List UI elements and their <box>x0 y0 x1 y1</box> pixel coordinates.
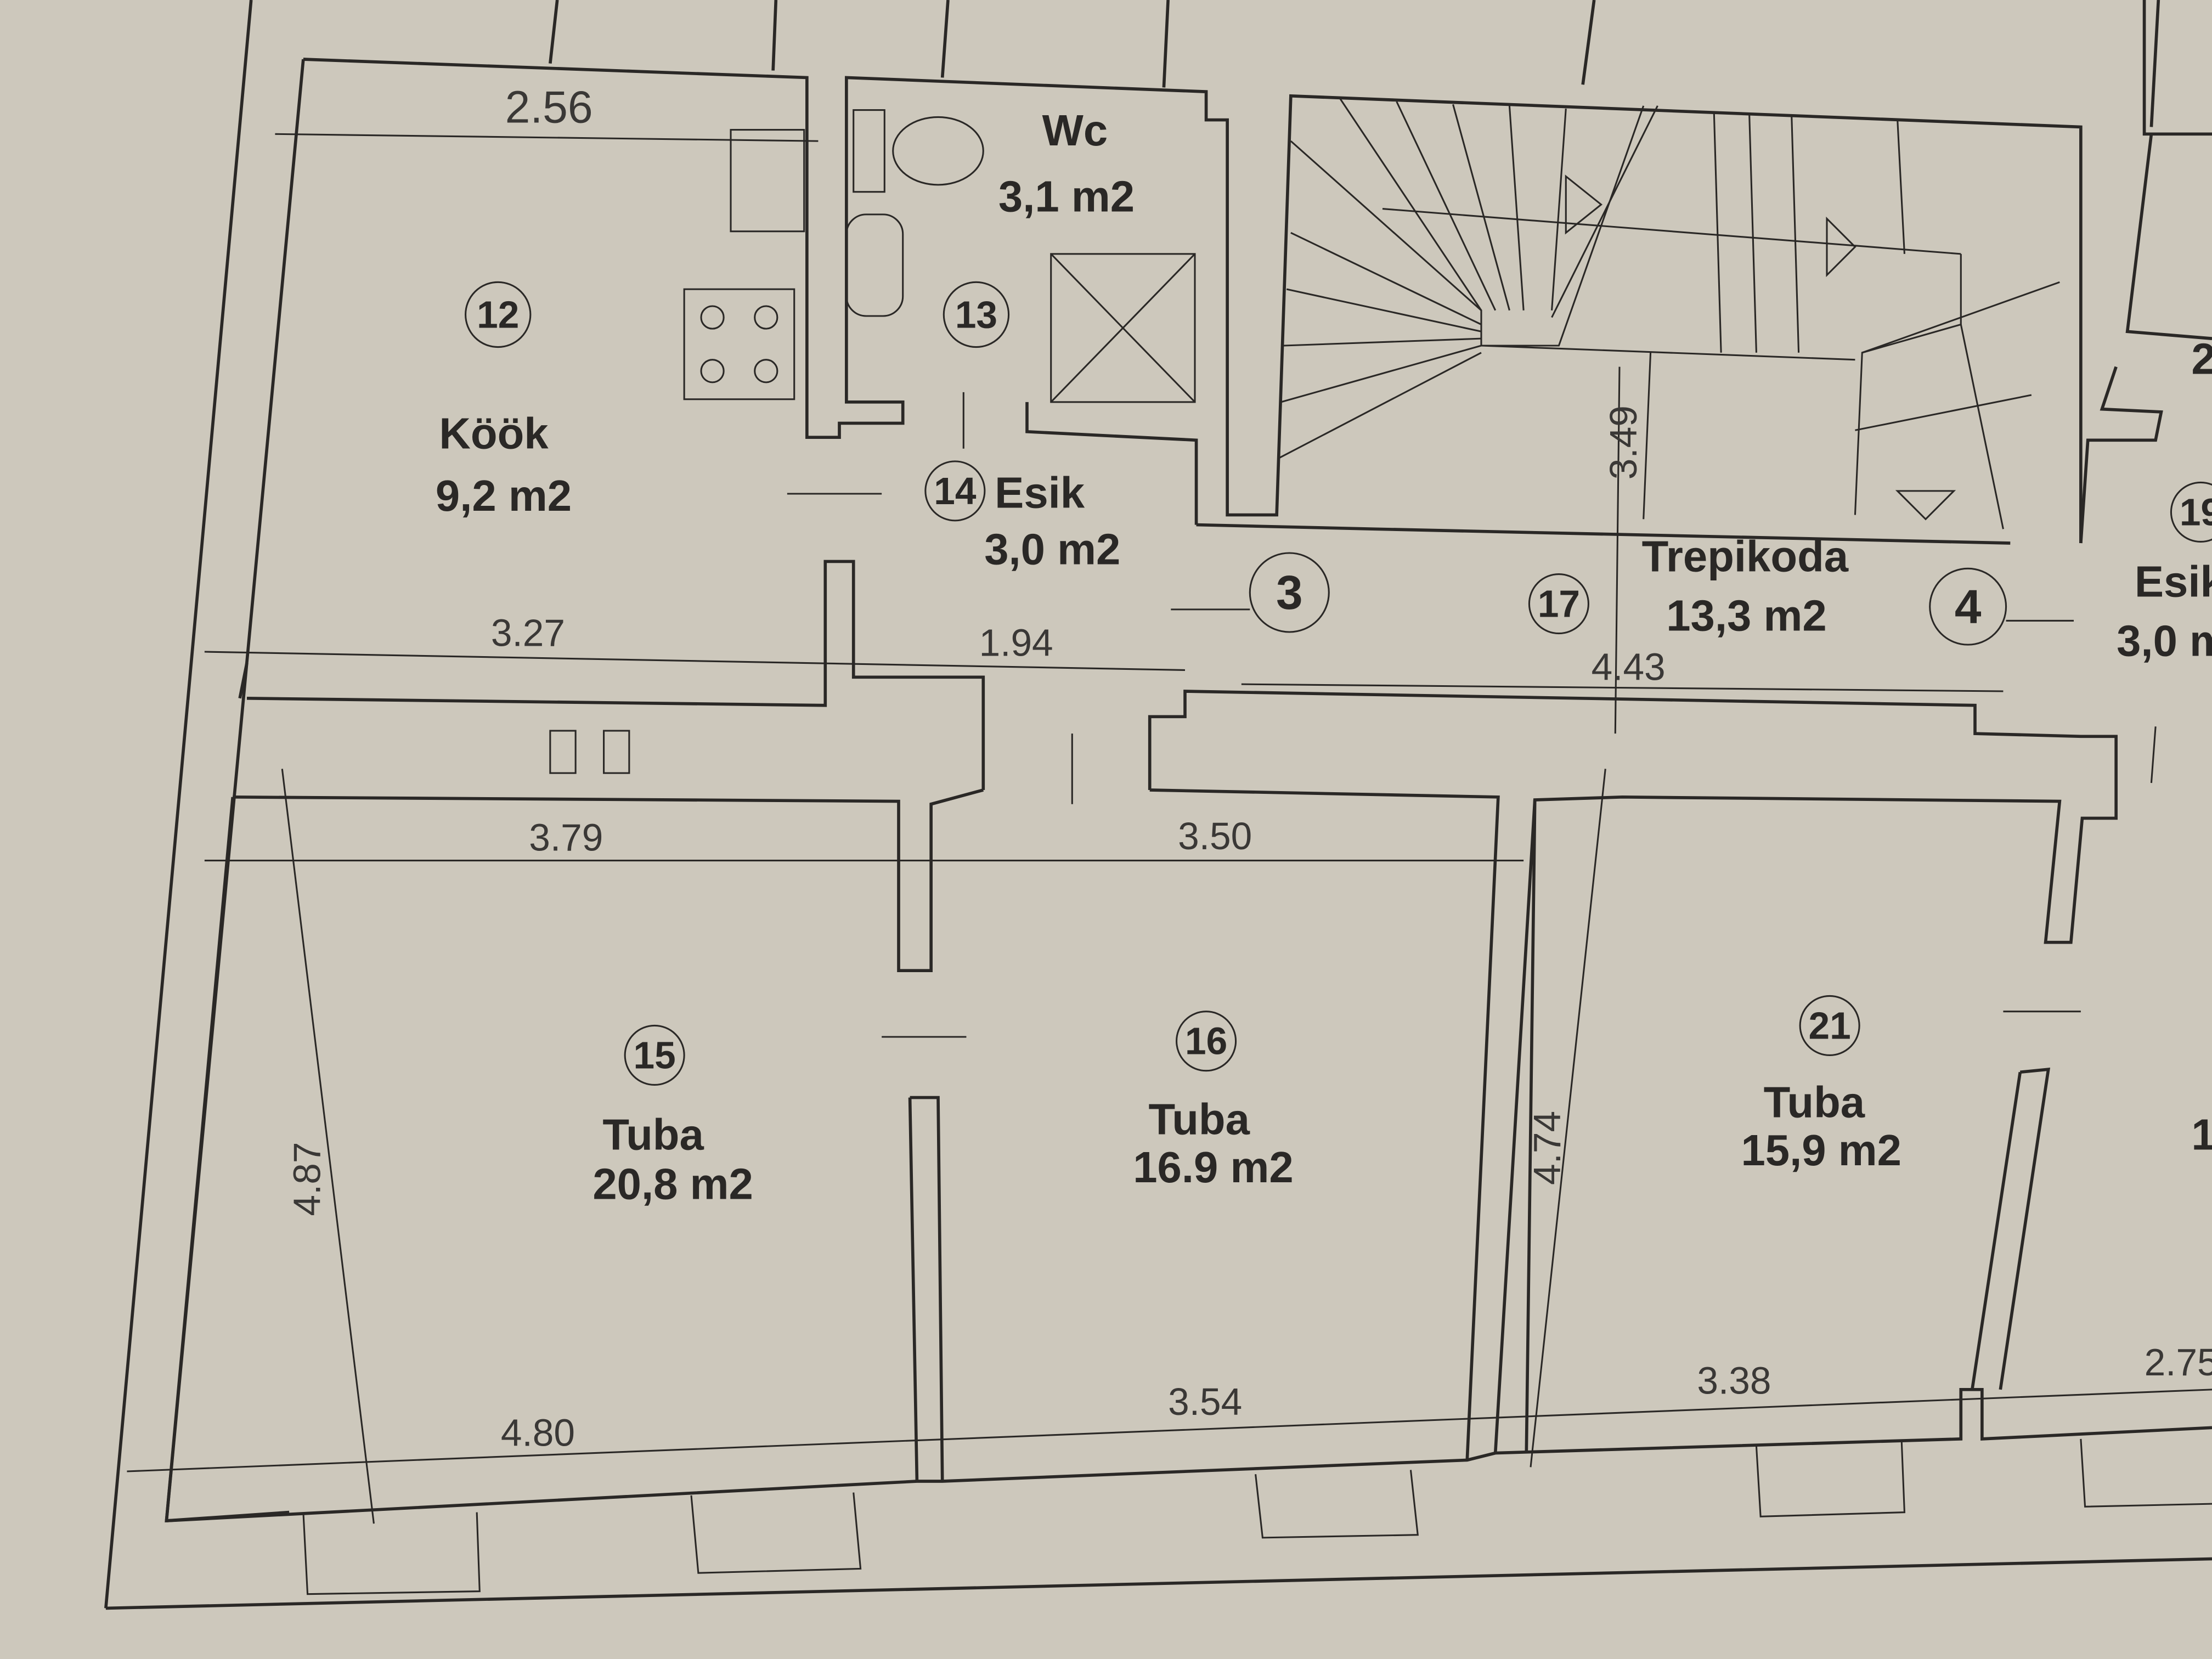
room-number-12: 12 <box>477 293 519 336</box>
dimension-lines <box>127 133 2212 1524</box>
room-area-kitchen: 9,2 m2 <box>436 471 572 520</box>
washbasin-icon <box>845 213 904 317</box>
dim-hall-width: 1.94 <box>979 622 1053 664</box>
dim-edge-right: 2 <box>2191 334 2212 383</box>
room-name-19: Esik <box>2135 557 2212 606</box>
room-name-hall: Esik <box>995 469 1085 517</box>
dim-kitchen-bottom: 3.27 <box>491 612 565 654</box>
room-name-16: Tuba <box>1148 1094 1250 1143</box>
room-name-kitchen: Köök <box>439 409 549 458</box>
dim-room21-bottom: 3.38 <box>1697 1359 1771 1402</box>
room-number-14: 14 <box>934 470 977 512</box>
dim-kitchen-top: 2.56 <box>505 83 593 133</box>
toilet-tank-icon <box>853 109 885 193</box>
sink-icon <box>730 129 805 233</box>
toilet-icon <box>892 116 984 186</box>
walls <box>104 0 2212 1610</box>
dim-room16-bottom: 3.54 <box>1168 1380 1242 1423</box>
room-numbers: 12 13 14 15 16 17 21 19 3 4 <box>465 281 2212 1086</box>
room-name-stairwell: Trepikoda <box>1642 532 1849 580</box>
dim-room15-top: 3.79 <box>529 816 603 859</box>
room-number-19: 19 <box>2180 490 2212 533</box>
room-area-stairwell: 13,3 m2 <box>1666 591 1826 640</box>
room-labels: Köök 9,2 m2 Wc 3,1 m2 Esik 3,0 m2 Tuba 2… <box>436 106 2212 1209</box>
fixtures <box>302 109 2212 1595</box>
dim-room16-top: 3.50 <box>1178 815 1252 857</box>
room-area-21: 15,9 m2 <box>1741 1126 1901 1175</box>
shaft-icon <box>1050 253 1196 403</box>
dim-room15-side: 4.87 <box>286 1142 329 1216</box>
room-name-21: Tuba <box>1764 1078 1865 1127</box>
room-number-16: 16 <box>1185 1020 1227 1063</box>
stove-icon <box>683 288 795 400</box>
room-number-13: 13 <box>955 293 997 336</box>
dimension-labels: 2.56 3.27 1.94 3.49 4.43 3.79 3.50 4.87 … <box>286 83 2212 1454</box>
dim-edge-right-low: 1 <box>2191 1110 2212 1159</box>
marker-3: 3 <box>1276 566 1303 619</box>
room-area-15: 20,8 m2 <box>592 1160 753 1209</box>
room-area-16: 16.9 m2 <box>1133 1143 1293 1192</box>
room-area-wc: 3,1 m2 <box>998 172 1135 221</box>
room-number-15: 15 <box>634 1034 676 1076</box>
room-area-19: 3,0 m <box>2117 617 2212 665</box>
dim-room21-side: 4.74 <box>1526 1111 1568 1185</box>
room-number-17: 17 <box>1538 583 1580 625</box>
room-name-wc: Wc <box>1042 106 1108 155</box>
dim-right-bottom: 2.75 <box>2145 1341 2212 1384</box>
marker-4: 4 <box>1955 580 1982 634</box>
room-area-hall: 3,0 m2 <box>984 525 1120 574</box>
room-number-21: 21 <box>1809 1004 1851 1047</box>
stairs <box>1278 98 2060 529</box>
dim-stair-width: 4.43 <box>1592 645 1666 688</box>
dim-stair-height: 3.49 <box>1602 405 1645 479</box>
room-name-15: Tuba <box>602 1110 704 1159</box>
dim-room15-bottom: 4.80 <box>501 1412 575 1454</box>
